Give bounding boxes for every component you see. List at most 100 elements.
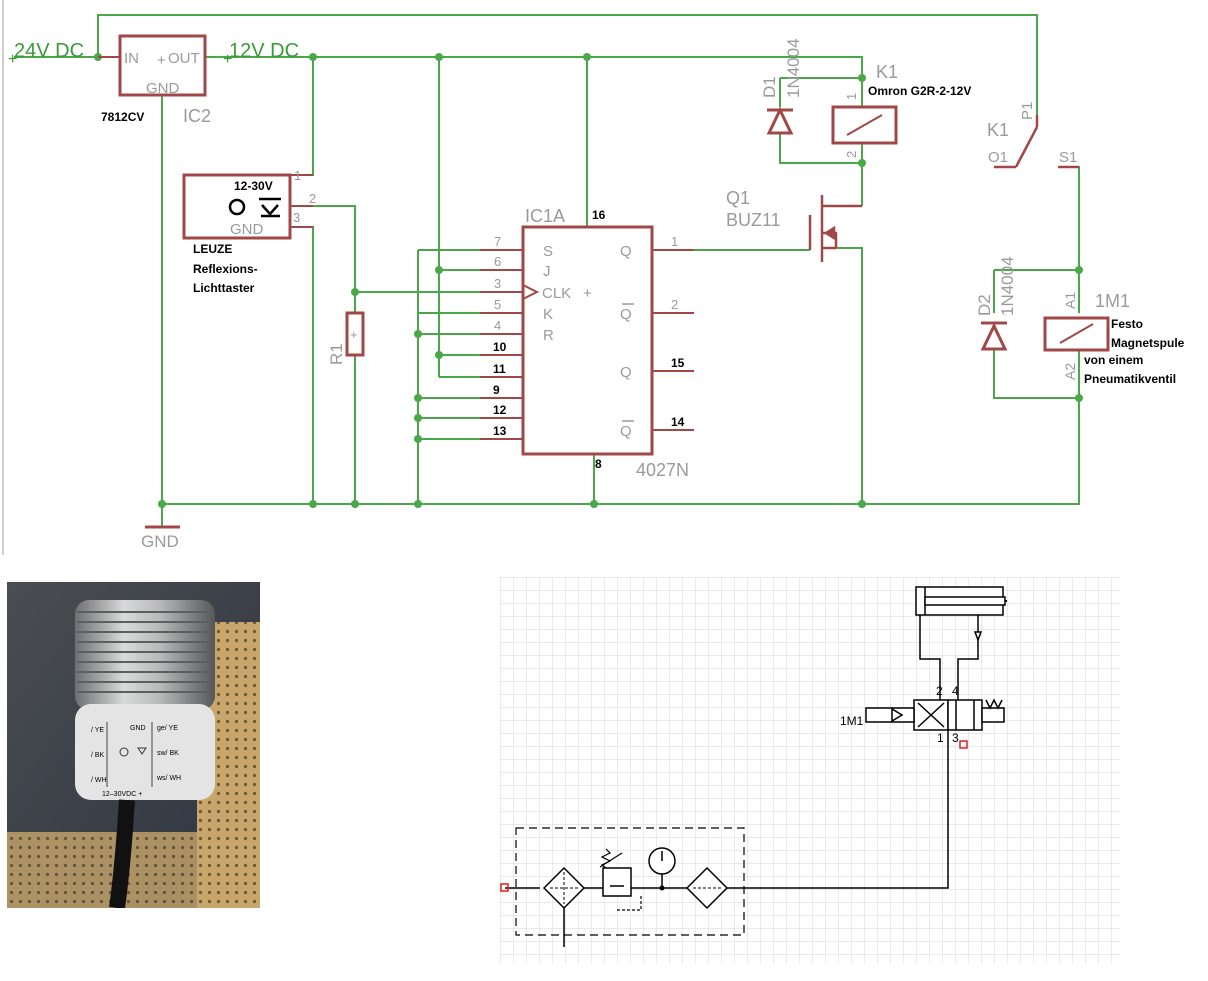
ic1-name: IC1A <box>525 206 565 226</box>
valve-name: 1M1 <box>840 714 864 728</box>
ic1-pin-number: 13 <box>493 424 507 438</box>
ic1-pin-label: Q <box>620 243 632 260</box>
ic1-pin-label: J <box>543 263 551 280</box>
ic1-pin-number: 3 <box>494 276 501 291</box>
ic1-pin-label: Q <box>620 364 632 381</box>
ic1-part: 4027N <box>636 460 689 480</box>
ic2-gnd-label: GND <box>146 80 180 97</box>
k1-part: Omron G2R-2-12V <box>868 84 971 98</box>
valve-port2: 2 <box>936 684 943 698</box>
ic1-pin-number: 12 <box>493 403 507 417</box>
mosfet-q1: Q1 BUZ11 <box>726 188 862 262</box>
photo-label-wh2: / WH <box>91 777 107 784</box>
ic1-pin-number: 7 <box>494 234 501 249</box>
valve-port1: 1 <box>937 731 944 745</box>
ic1-pin-number: 9 <box>493 383 500 397</box>
svg-text:+: + <box>157 52 166 69</box>
ic2-part: 7812CV <box>101 110 144 124</box>
gnd-label: GND <box>141 532 179 551</box>
sensor-pin2: 2 <box>309 191 316 206</box>
d2-part: 1N4004 <box>998 256 1017 316</box>
ic1-pin-label: Q <box>620 306 632 323</box>
ic2-out-label: OUT <box>168 50 200 67</box>
m1-desc1: Festo <box>1111 317 1143 331</box>
supply-12v-label: 12V DC <box>229 40 299 62</box>
k1-pin1: 1 <box>844 93 859 100</box>
ic1-pin-number: 4 <box>494 318 501 333</box>
reflector-icon <box>259 197 281 218</box>
ic1-flipflop: IC1A 4027N 16 8 + 7S6J3CLK5K4R101191213 … <box>480 206 694 480</box>
ic1-vss-pin: 8 <box>595 457 602 471</box>
ic2-regulator: IN + OUT GND IC2 7812CV <box>98 34 211 126</box>
sensor-photo: GND ge/ YE sw/ BK ws/ WH / YE / BK / WH … <box>7 582 260 908</box>
relay-k1: K1 Omron G2R-2-12V 1 2 <box>831 62 971 158</box>
k1-name: K1 <box>876 62 898 82</box>
solenoid-1m1: 1M1 A1 A2 Festo Magnetspule von einem Pn… <box>1043 291 1185 386</box>
ic1-pin-number: 5 <box>494 297 501 312</box>
k1-pin2: 2 <box>844 151 859 158</box>
valve-port4: 4 <box>952 684 959 698</box>
light-emitter-icon <box>228 198 246 216</box>
photo-label-gnd: GND <box>130 725 146 732</box>
q1-name: Q1 <box>726 188 750 208</box>
d1-name: D1 <box>760 76 779 98</box>
contact-o1: O1 <box>988 149 1008 166</box>
m1-desc3: von einem <box>1084 353 1143 367</box>
svg-text:+: + <box>8 51 17 68</box>
ic2-in-label: IN <box>124 50 139 67</box>
svg-text:+: + <box>583 285 592 302</box>
m1-name: 1M1 <box>1095 291 1130 311</box>
pneumatic-schematic: 1M1 2 4 1 3 <box>500 577 1120 963</box>
diode-d1: D1 1N4004 <box>760 38 803 135</box>
sensor-name-line1: LEUZE <box>193 242 232 256</box>
contact-s1: S1 <box>1059 149 1077 166</box>
contact-p1: P1 <box>1019 102 1036 120</box>
leuze-sensor: 12-30V GND 1 2 3 LEUZE Reflexions- Licht… <box>182 168 316 295</box>
svg-text:+: + <box>350 327 358 342</box>
ic1-pin-number: 11 <box>493 362 506 376</box>
directional-valve <box>865 698 1005 731</box>
q1-part: BUZ11 <box>726 210 781 230</box>
photo-label-ye: ge/ YE <box>157 725 178 732</box>
ic1-pin-number: 15 <box>671 356 685 370</box>
ic1-pin-label: Q <box>620 423 632 440</box>
pneumatic-cylinder <box>915 586 1007 616</box>
d2-name: D2 <box>975 294 994 316</box>
junctions <box>94 53 1083 508</box>
photo-label-ye2: / YE <box>91 727 104 734</box>
ic1-pin-label: R <box>543 327 554 344</box>
ic1-pin-number: 10 <box>493 340 507 354</box>
photo-label-bk2: / BK <box>91 752 105 759</box>
diode-d2: D2 1N4004 <box>975 256 1017 351</box>
contact-k1-name: K1 <box>987 120 1009 140</box>
ic2-name: IC2 <box>183 106 211 126</box>
sensor-pin3: 3 <box>293 210 300 225</box>
sensor-gnd-label: GND <box>230 221 264 238</box>
ic1-pin-number: 1 <box>671 234 678 249</box>
r1-name: R1 <box>327 343 346 365</box>
photo-label-voltage: 12–30VDC + <box>102 791 142 798</box>
photo-label-bk: sw/ BK <box>157 750 179 757</box>
sensor-pin1: 1 <box>294 168 301 183</box>
m1-a2: A2 <box>1062 363 1078 380</box>
circuit-schematic: 24V DC 12V DC + + IN + OUT GND IC2 7812C… <box>2 0 1185 555</box>
sensor-name-line2: Reflexions- <box>193 262 258 276</box>
ground-symbol: GND <box>141 525 180 551</box>
ic1-pin-number: 2 <box>671 297 678 312</box>
svg-text:+: + <box>223 51 232 68</box>
supply-24v-label: 24V DC <box>14 40 84 62</box>
d1-part: 1N4004 <box>784 38 803 98</box>
relay-contact-k1: K1 P1 O1 S1 <box>987 102 1079 169</box>
ic1-pin-label: S <box>543 243 553 260</box>
sensor-name-line3: Lichttaster <box>193 281 255 295</box>
m1-a1: A1 <box>1062 292 1078 309</box>
sensor-voltage: 12-30V <box>234 179 273 193</box>
photo-label-wh: ws/ WH <box>156 775 181 782</box>
ic1-pin-label: K <box>543 306 553 323</box>
valve-port3: 3 <box>952 731 959 745</box>
ic1-pin-number: 14 <box>671 415 685 429</box>
resistor-r1: + R1 <box>327 311 365 365</box>
m1-desc2: Magnetspule <box>1111 336 1185 350</box>
